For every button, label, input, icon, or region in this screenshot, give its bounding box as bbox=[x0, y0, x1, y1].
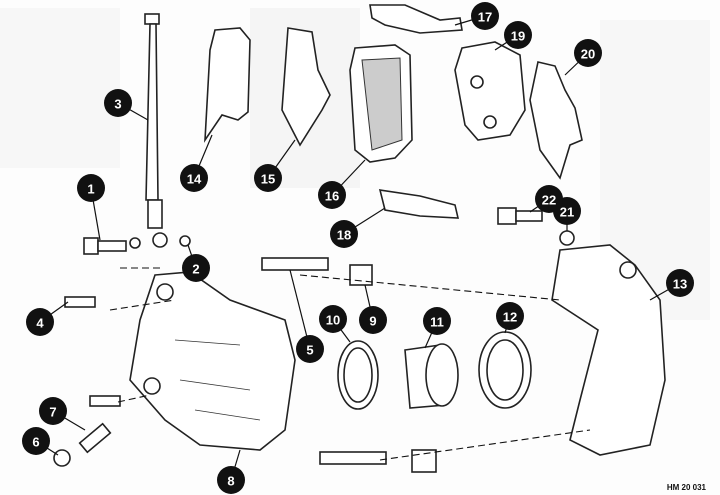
callout-number: 9 bbox=[369, 314, 376, 329]
callout-10: 10 bbox=[319, 305, 351, 343]
callout-15: 15 bbox=[254, 139, 296, 192]
shim-14 bbox=[204, 27, 251, 143]
callout-number: 5 bbox=[306, 343, 313, 358]
callout-badge bbox=[296, 335, 324, 363]
callout-number: 12 bbox=[503, 310, 517, 325]
callout-badge bbox=[666, 269, 694, 297]
callout-1: 1 bbox=[77, 174, 105, 241]
callout-number: 1 bbox=[87, 182, 94, 197]
piston-11 bbox=[404, 343, 459, 409]
callout-11: 11 bbox=[423, 307, 451, 349]
callout-number: 19 bbox=[511, 29, 525, 44]
callout-number: 6 bbox=[32, 435, 39, 450]
callout-5: 5 bbox=[289, 269, 324, 363]
carrier-boss bbox=[619, 261, 637, 279]
shim-15 bbox=[281, 27, 331, 147]
callout-badge bbox=[77, 174, 105, 202]
callout-4: 4 bbox=[26, 301, 69, 336]
callout-17: 17 bbox=[454, 2, 499, 30]
caliper-carrier-13 bbox=[551, 244, 666, 456]
callout-badge bbox=[318, 181, 346, 209]
brake-hose bbox=[129, 13, 191, 249]
callout-number: 17 bbox=[478, 10, 492, 25]
bleed-screw-7 bbox=[78, 422, 112, 454]
guide-boot-9-lower bbox=[411, 449, 437, 473]
callout-number: 4 bbox=[36, 316, 44, 331]
brake-pad-19 bbox=[454, 41, 526, 141]
callout-8: 8 bbox=[217, 449, 245, 494]
callout-badge bbox=[22, 427, 50, 455]
callout-badge bbox=[471, 2, 499, 30]
washer-21 bbox=[559, 230, 575, 246]
bleed-bolt bbox=[83, 237, 127, 255]
callout-number: 14 bbox=[187, 172, 202, 187]
bolt-5-lower bbox=[319, 451, 387, 465]
callout-9: 9 bbox=[359, 284, 387, 334]
callout-number: 8 bbox=[227, 474, 234, 489]
callout-18: 18 bbox=[330, 207, 386, 248]
callout-number: 2 bbox=[192, 262, 199, 277]
callout-badge bbox=[319, 305, 347, 333]
callout-number: 13 bbox=[673, 277, 687, 292]
callout-number: 15 bbox=[261, 172, 275, 187]
callout-number: 16 bbox=[325, 189, 339, 204]
callout-badge bbox=[359, 306, 387, 334]
callout-20: 20 bbox=[564, 39, 602, 76]
callout-badge bbox=[104, 89, 132, 117]
callout-badge bbox=[180, 164, 208, 192]
callout-3: 3 bbox=[104, 89, 149, 121]
callout-2: 2 bbox=[182, 244, 210, 282]
callout-7: 7 bbox=[39, 397, 86, 431]
figure-reference-code: HM 20 031 bbox=[666, 483, 706, 492]
callout-badge bbox=[182, 254, 210, 282]
callout-13: 13 bbox=[649, 269, 694, 301]
brake-pad-16 bbox=[349, 44, 413, 163]
callout-badge bbox=[39, 397, 67, 425]
callout-number: 3 bbox=[114, 97, 121, 112]
piston-boot-12-inner bbox=[486, 339, 524, 401]
callout-12: 12 bbox=[496, 302, 524, 334]
callout-badge bbox=[504, 21, 532, 49]
bolt-4-lower bbox=[89, 395, 121, 407]
callout-number: 18 bbox=[337, 228, 351, 243]
callout-16: 16 bbox=[318, 159, 366, 209]
callout-badge bbox=[330, 220, 358, 248]
callout-number: 10 bbox=[326, 313, 340, 328]
callout-number: 7 bbox=[49, 405, 56, 420]
bolt-4-upper bbox=[64, 296, 96, 308]
callout-number: 22 bbox=[542, 193, 556, 208]
bolt-5-upper bbox=[261, 257, 329, 271]
callout-number: 11 bbox=[430, 315, 444, 330]
piston-seal-10-inner bbox=[343, 347, 373, 403]
callout-6: 6 bbox=[22, 427, 59, 456]
callout-badge bbox=[496, 302, 524, 330]
caliper-body bbox=[129, 271, 296, 451]
shim-20 bbox=[529, 61, 583, 180]
callout-badge bbox=[26, 308, 54, 336]
guide-bolt-22 bbox=[497, 207, 543, 225]
dust-cap-6 bbox=[53, 449, 71, 467]
callout-14: 14 bbox=[180, 134, 213, 192]
callout-badge bbox=[217, 466, 245, 494]
callout-number: 20 bbox=[581, 47, 595, 62]
callout-badge bbox=[423, 307, 451, 335]
callout-badge bbox=[254, 164, 282, 192]
spring-clip-17 bbox=[369, 4, 463, 34]
callout-badge bbox=[574, 39, 602, 67]
spring-clip-18 bbox=[378, 189, 460, 219]
callout-number: 21 bbox=[560, 205, 574, 220]
callout-22: 22 bbox=[529, 185, 563, 213]
callout-badge bbox=[535, 185, 563, 213]
callout-19: 19 bbox=[494, 21, 532, 51]
